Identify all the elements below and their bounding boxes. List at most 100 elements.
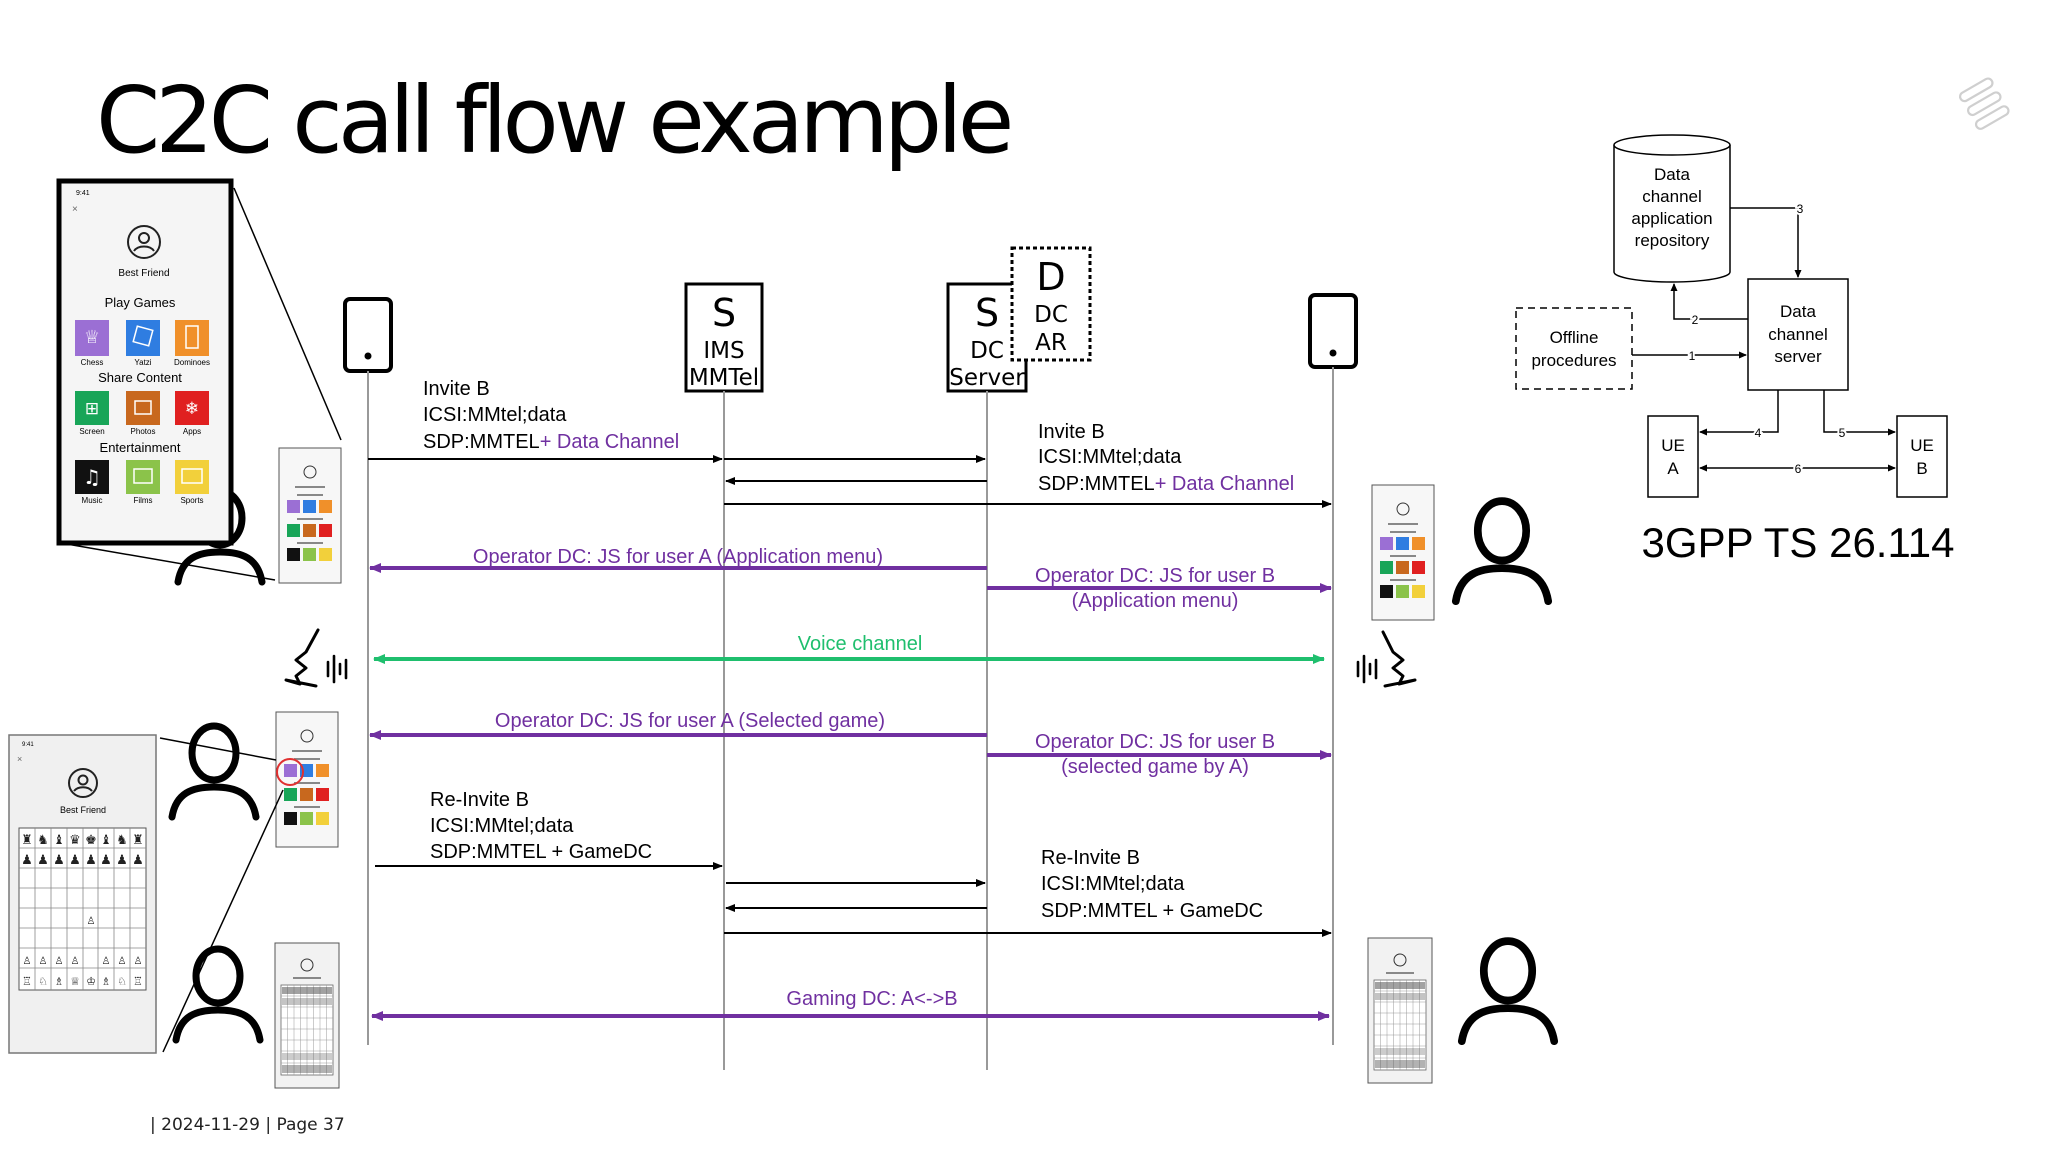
phone-menu-time: 9:41 [76, 190, 90, 197]
ims-s-label: S [712, 291, 736, 335]
svg-text:Data: Data [1780, 302, 1816, 321]
svg-text:(selected game by A): (selected game by A) [1061, 756, 1249, 778]
svg-text:ICSI:MMtel;data: ICSI:MMtel;data [423, 404, 567, 426]
svg-text:Screen: Screen [79, 427, 104, 436]
lifeline-ue-b [1308, 293, 1358, 1045]
svg-text:♖: ♖ [22, 975, 32, 988]
photos-app-icon [126, 391, 160, 425]
svg-text:♟: ♟ [21, 853, 33, 868]
svg-text:server: server [1774, 347, 1822, 366]
reinvite-a-label: Re-Invite B ICSI:MMtel;data SDP:MMTEL + … [430, 789, 652, 863]
ue-a-menu-screen-thumbnail [278, 447, 342, 584]
person-b-top-icon [1456, 501, 1548, 601]
edge-3 [1730, 207, 1802, 278]
svg-text:UE: UE [1661, 436, 1685, 455]
svg-text:♞: ♞ [116, 833, 128, 848]
dc-server-node: Data channel server [1747, 278, 1849, 391]
svg-text:1: 1 [1689, 349, 1696, 363]
svg-text:♙: ♙ [102, 956, 111, 967]
svg-text:Photos: Photos [131, 427, 156, 436]
svg-text:Data: Data [1654, 165, 1690, 184]
svg-text:♞: ♞ [37, 833, 49, 848]
svg-text:Operator DC: JS for user B: Operator DC: JS for user B [1035, 731, 1275, 753]
chessboard: ♜♞♝♛♚♝♞♜ ♟♟♟♟♟♟♟♟ ♙ ♙♙♙♙♙♙♙ ♖♘♗♕♔♗♘♖ [18, 827, 147, 991]
speaking-b-icon [1356, 630, 1417, 688]
svg-text:4: 4 [1755, 426, 1762, 440]
yatzi-app-icon [126, 320, 160, 356]
svg-text:♟: ♟ [69, 853, 81, 868]
svg-text:♙: ♙ [134, 956, 143, 967]
gaming-dc-label: Gaming DC: A<->B [786, 988, 957, 1010]
svg-text:Invite B: Invite B [1038, 421, 1105, 443]
svg-text:♙: ♙ [118, 956, 127, 967]
svg-text:♙: ♙ [55, 956, 64, 967]
offline-procedures-node: Offline procedures [1515, 307, 1633, 390]
svg-text:♟: ♟ [53, 853, 65, 868]
ar-dc-label: DC [1034, 302, 1068, 328]
svg-text:♜: ♜ [132, 833, 144, 848]
edge-5 [1823, 390, 1896, 436]
svg-text:♔: ♔ [86, 975, 96, 988]
ue-b-node: UE B [1896, 415, 1948, 498]
phone-menu-ent-heading: Entertainment [100, 440, 181, 455]
svg-text:5: 5 [1839, 426, 1846, 440]
svg-text:×: × [72, 204, 78, 215]
ue-b-menu-screen-thumbnail [1371, 484, 1435, 621]
person-a-middle-icon [172, 726, 256, 817]
dc-s-label: S [975, 291, 999, 335]
svg-text:Sports: Sports [180, 496, 203, 505]
svg-text:channel: channel [1768, 325, 1828, 344]
ue-a-menu-select-thumbnail [275, 711, 339, 848]
svg-text:♜: ♜ [21, 833, 33, 848]
speaking-a-icon [284, 628, 348, 688]
lifeline-ue-a [343, 297, 393, 1045]
svg-text:SDP:MMTEL+ Data Channel: SDP:MMTEL+ Data Channel [423, 431, 679, 453]
lifeline-dc-server: S DC Server [946, 282, 1028, 1070]
slide-footer: | 2024-11-29 | Page 37 [150, 1115, 345, 1135]
phone-chess-contact: Best Friend [60, 805, 106, 815]
svg-text:repository: repository [1635, 231, 1710, 250]
svg-text:3: 3 [1797, 202, 1804, 216]
svg-text:Re-Invite B: Re-Invite B [430, 789, 529, 811]
mmtel-label: MMTel [689, 365, 759, 391]
svg-text:Films: Films [133, 496, 152, 505]
ims-label: IMS [703, 338, 744, 364]
svg-text:♙: ♙ [87, 916, 96, 927]
chess-app-icon [75, 320, 109, 356]
phone-menu-contact: Best Friend [118, 268, 169, 279]
invite-b-label: Invite B ICSI:MMtel;data SDP:MMTEL+ Data… [1038, 421, 1294, 495]
svg-text:Music: Music [82, 496, 103, 505]
svg-text:♘: ♘ [117, 975, 127, 988]
screen-app-icon [75, 391, 109, 425]
svg-text:Dominoes: Dominoes [174, 358, 210, 367]
svg-text:UE: UE [1910, 436, 1934, 455]
dc-label: DC [970, 338, 1004, 364]
ar-d-label: D [1036, 255, 1065, 299]
person-b-bottom-icon [1462, 941, 1554, 1041]
op-dc-b-menu-label: Operator DC: JS for user B (Application … [1035, 565, 1275, 612]
svg-text:Apps: Apps [183, 427, 201, 436]
svg-text:♚: ♚ [85, 833, 97, 848]
svg-text:♟: ♟ [37, 853, 49, 868]
ue-a-chess-thumbnail [274, 942, 340, 1089]
svg-text:♫: ♫ [83, 465, 101, 489]
repository-node: Data channel application repository [1613, 134, 1731, 283]
slide-title: C2C call flow example [96, 67, 1010, 174]
phone-menu-zoom: 9:41 × Best Friend Play Games ♕ Chess Ya… [56, 178, 234, 546]
ar-label: AR [1035, 330, 1067, 356]
op-dc-b-game-label: Operator DC: JS for user B (selected gam… [1035, 731, 1275, 778]
svg-text:♟: ♟ [116, 853, 128, 868]
svg-text:6: 6 [1795, 462, 1802, 476]
svg-text:SDP:MMTEL + GameDC: SDP:MMTEL + GameDC [430, 841, 652, 863]
svg-text:♙: ♙ [39, 956, 48, 967]
svg-text:♗: ♗ [54, 975, 64, 988]
reinvite-b-label: Re-Invite B ICSI:MMtel;data SDP:MMTEL + … [1041, 847, 1263, 922]
svg-text:ICSI:MMtel;data: ICSI:MMtel;data [1041, 873, 1185, 895]
svg-text:♛: ♛ [69, 833, 81, 848]
films-app-icon [126, 460, 160, 494]
svg-text:♙: ♙ [71, 956, 80, 967]
edge-2 [1670, 283, 1748, 320]
svg-text:Offline: Offline [1550, 328, 1599, 347]
apps-app-icon [175, 391, 209, 425]
